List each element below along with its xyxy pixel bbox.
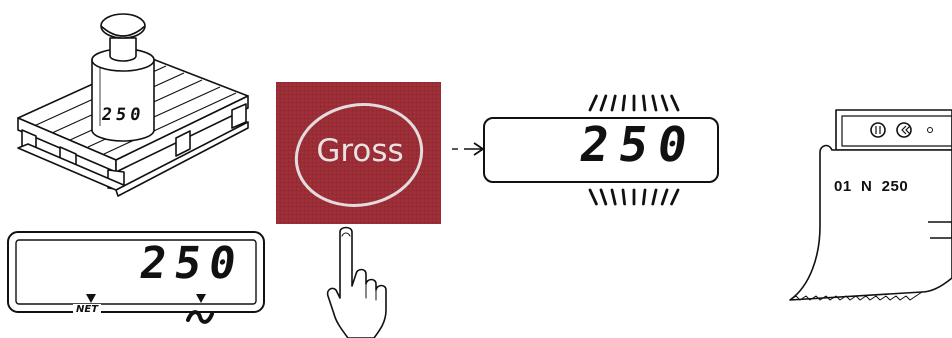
blink-ray <box>662 96 667 110</box>
blink-ray <box>672 96 678 110</box>
blink-ray <box>612 96 615 110</box>
ticket-print-line: 01 N 250 <box>834 178 908 195</box>
center-display-value: 250 <box>576 117 701 173</box>
printer-ticket-illustration <box>780 106 952 306</box>
blink-ray <box>662 190 667 204</box>
blink-ray <box>672 190 678 204</box>
blink-ray <box>601 190 606 204</box>
blink-ray <box>623 190 625 204</box>
blink-ray <box>601 96 606 110</box>
blink-ray <box>623 96 625 110</box>
blink-ray <box>590 96 596 110</box>
blink-ray <box>643 190 645 204</box>
blink-ray <box>612 190 615 204</box>
blink-ray <box>590 190 596 204</box>
blink-ray <box>653 190 656 204</box>
blink-ray <box>643 96 645 110</box>
blink-ray <box>653 96 656 110</box>
